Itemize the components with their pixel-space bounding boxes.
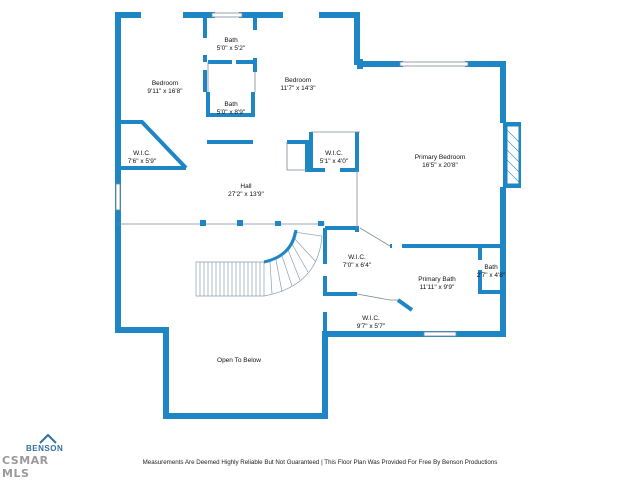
room-dims-hall: 27'2" x 13'9" bbox=[228, 191, 264, 198]
watermark-text: CSMAR MLS bbox=[2, 454, 49, 480]
logo-brand: BENSON bbox=[26, 444, 64, 453]
room-name-bedroom-1: Bedroom bbox=[152, 80, 178, 87]
room-name-primary-bath: Primary Bath bbox=[418, 276, 456, 283]
room-dims-bath-3: 2'7" x 4'8" bbox=[477, 272, 506, 279]
exterior-walls bbox=[115, 12, 506, 419]
room-dims-bath-1: 5'0" x 5'2" bbox=[217, 45, 246, 52]
benson-logo: BENSON CSMAR MLS bbox=[2, 432, 78, 480]
room-dims-wic-3: 7'0" x 6'4" bbox=[343, 262, 372, 269]
room-dims-bedroom-1: 9'11" x 16'8" bbox=[147, 88, 183, 95]
room-dims-wic-2: 5'1" x 4'0" bbox=[320, 158, 349, 165]
room-name-open-to-below: Open To Below bbox=[217, 357, 261, 364]
footer-disclaimer: Measurements Are Deemed Highly Reliable … bbox=[142, 459, 498, 466]
room-name-wic-3: W.I.C. bbox=[348, 254, 366, 261]
fireplace bbox=[503, 122, 521, 188]
room-dims-wic-4: 9'7" x 5'7" bbox=[357, 323, 386, 330]
room-name-wic-1: W.I.C. bbox=[133, 150, 151, 157]
room-name-wic-4: W.I.C. bbox=[362, 315, 380, 322]
room-name-bath-3: Bath bbox=[484, 264, 498, 271]
room-name-primary-bedroom: Primary Bedroom bbox=[415, 154, 466, 161]
room-dims-primary-bath: 11'11" x 9'9" bbox=[420, 284, 455, 291]
room-name-bedroom-2: Bedroom bbox=[285, 77, 311, 84]
house-icon bbox=[39, 433, 57, 444]
room-dims-bedroom-2: 11'7" x 14'3" bbox=[280, 85, 316, 92]
windows bbox=[115, 12, 469, 337]
staircase bbox=[195, 231, 323, 297]
wall-stubs bbox=[200, 220, 324, 226]
room-dims-primary-bedroom: 16'5" x 20'8" bbox=[422, 162, 458, 169]
room-dims-bath-2: 5'0" x 8'9" bbox=[217, 109, 246, 116]
room-name-wic-2: W.I.C. bbox=[325, 150, 343, 157]
thin-lines bbox=[118, 62, 398, 301]
room-name-bath-2: Bath bbox=[224, 101, 238, 108]
room-name-bath-1: Bath bbox=[224, 37, 238, 44]
room-dims-wic-1: 7'6" x 5'9" bbox=[128, 158, 157, 165]
room-name-hall: Hall bbox=[240, 183, 252, 190]
stair-rail bbox=[263, 229, 298, 264]
